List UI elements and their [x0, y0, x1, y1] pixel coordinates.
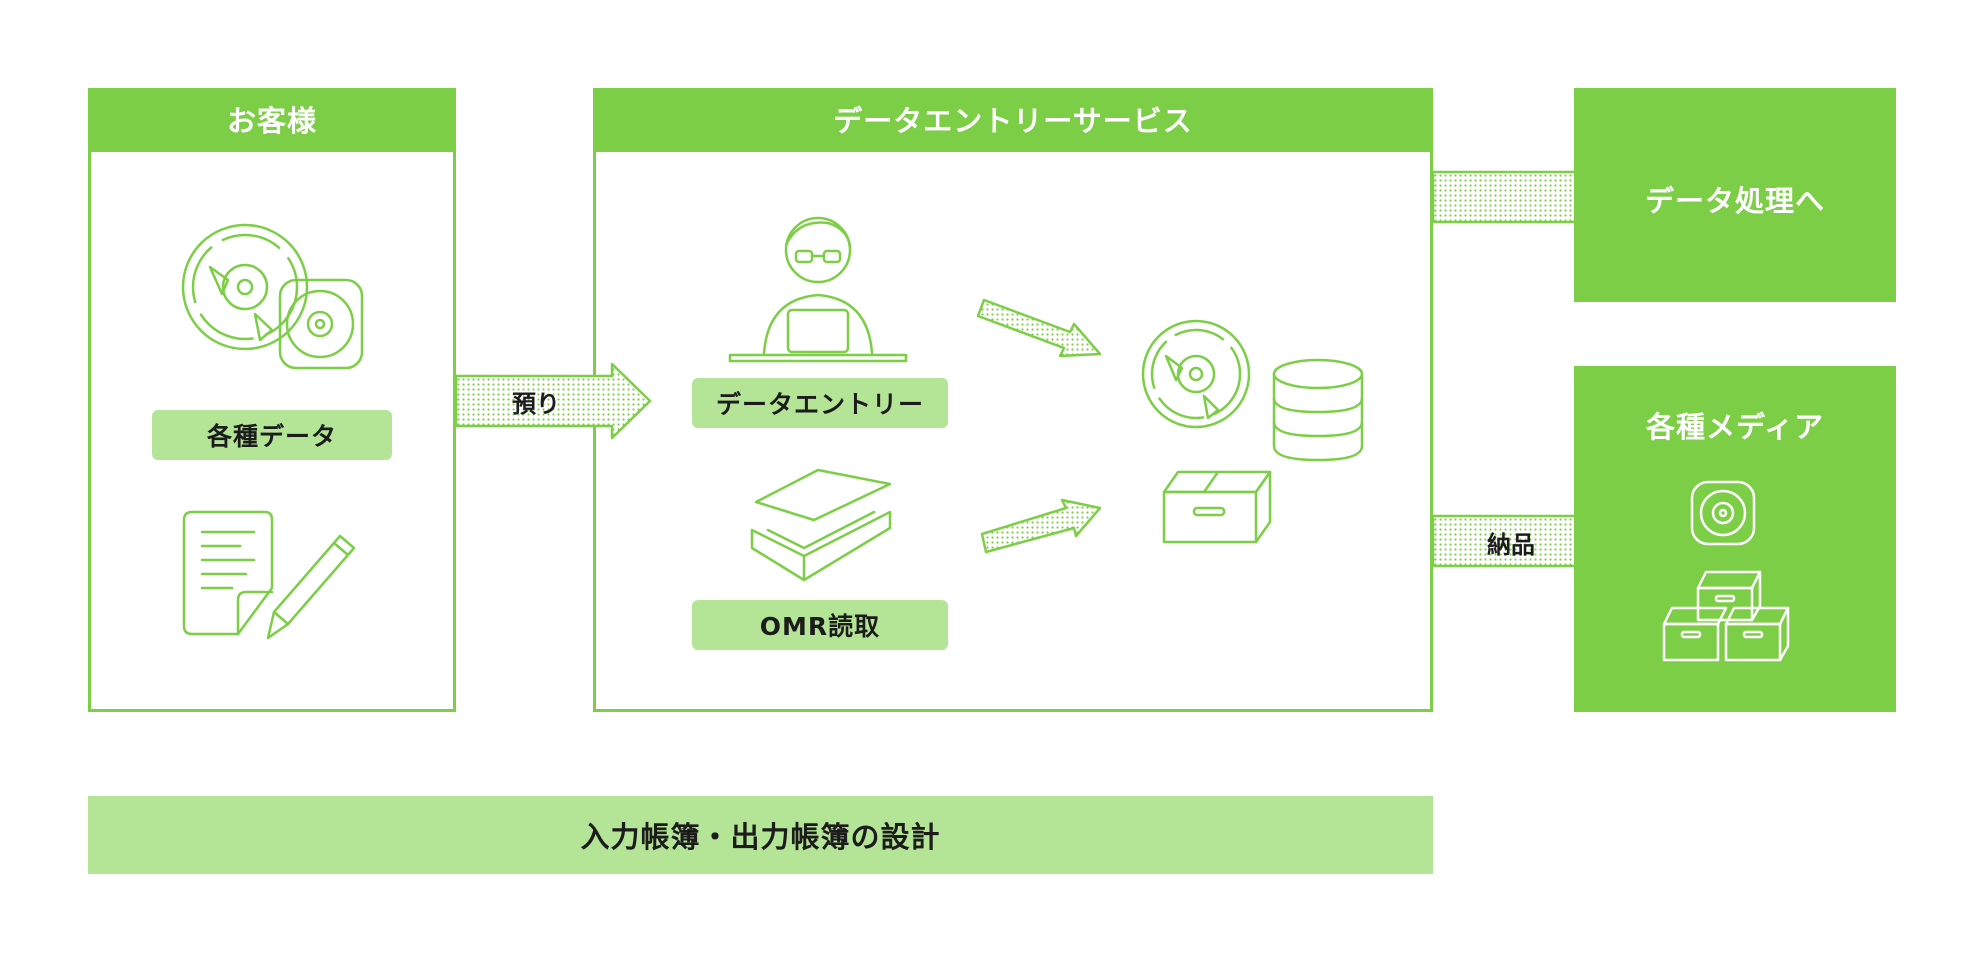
database-icon: [1272, 358, 1372, 468]
data-processing-label: データ処理へ: [1574, 178, 1896, 220]
data-entry-pill: データエントリー: [692, 378, 948, 428]
service-title: データエントリーサービス: [596, 91, 1430, 152]
entry-output-arrow: [980, 282, 1110, 362]
media-label: 各種メディア: [1574, 404, 1896, 446]
media-disc-icon: [1690, 480, 1760, 550]
operator-icon: [728, 215, 908, 365]
document-pencil-icon: [180, 508, 370, 648]
omr-output-arrow: [980, 490, 1110, 570]
data-processing-block: データ処理へ: [1574, 88, 1896, 302]
disc-icon: [180, 222, 370, 372]
deposit-label: 預り: [512, 384, 560, 419]
ledger-design-bar: 入力帳簿・出力帳簿の設計: [88, 796, 1433, 874]
customer-title: お客様: [91, 91, 453, 152]
scanner-icon: [748, 468, 898, 586]
data-types-pill: 各種データ: [152, 410, 392, 460]
omr-pill: OMR読取: [692, 600, 948, 650]
output-disc-icon: [1140, 318, 1260, 438]
media-boxes-icon: [1660, 568, 1810, 668]
box-icon: [1160, 468, 1280, 548]
delivery-label: 納品: [1487, 525, 1535, 560]
